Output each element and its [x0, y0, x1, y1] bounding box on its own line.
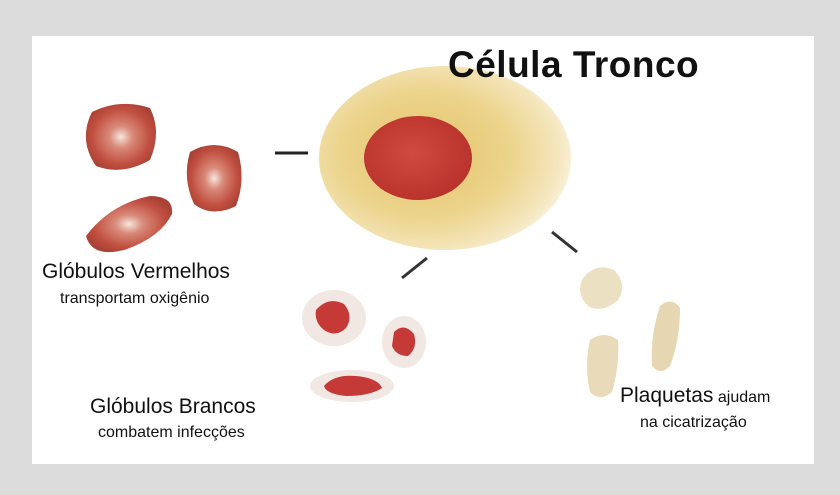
platelets-description: na cicatrização — [640, 414, 747, 432]
red-cell-3 — [86, 196, 172, 252]
white-cells-label: Glóbulos Brancos — [90, 395, 256, 419]
white-cell-2 — [382, 316, 426, 368]
white-cell-1 — [302, 290, 366, 346]
platelets — [580, 268, 680, 397]
platelet-1 — [580, 268, 622, 309]
white-cells-description: combatem infecções — [98, 424, 245, 442]
red-cell-2 — [187, 145, 242, 212]
stem-cell-nucleus — [364, 116, 472, 200]
white-cell-3 — [310, 370, 394, 402]
platelet-3 — [587, 335, 618, 397]
platelets-description-inline: ajudam — [718, 389, 770, 406]
red-cells-label: Glóbulos Vermelhos — [42, 260, 230, 284]
connector-white — [402, 258, 427, 278]
platelets-label-line: Plaquetas ajudam — [620, 384, 770, 408]
platelets-label: Plaquetas — [620, 384, 713, 407]
diagram-title: Célula Tronco — [448, 44, 699, 86]
red-cell-1 — [86, 104, 156, 170]
stem-cell — [319, 66, 571, 250]
red-blood-cells — [86, 104, 242, 252]
red-cells-description: transportam oxigênio — [60, 290, 209, 308]
white-blood-cells — [302, 290, 426, 402]
platelet-2 — [652, 301, 680, 371]
connector-platelets — [552, 232, 577, 252]
